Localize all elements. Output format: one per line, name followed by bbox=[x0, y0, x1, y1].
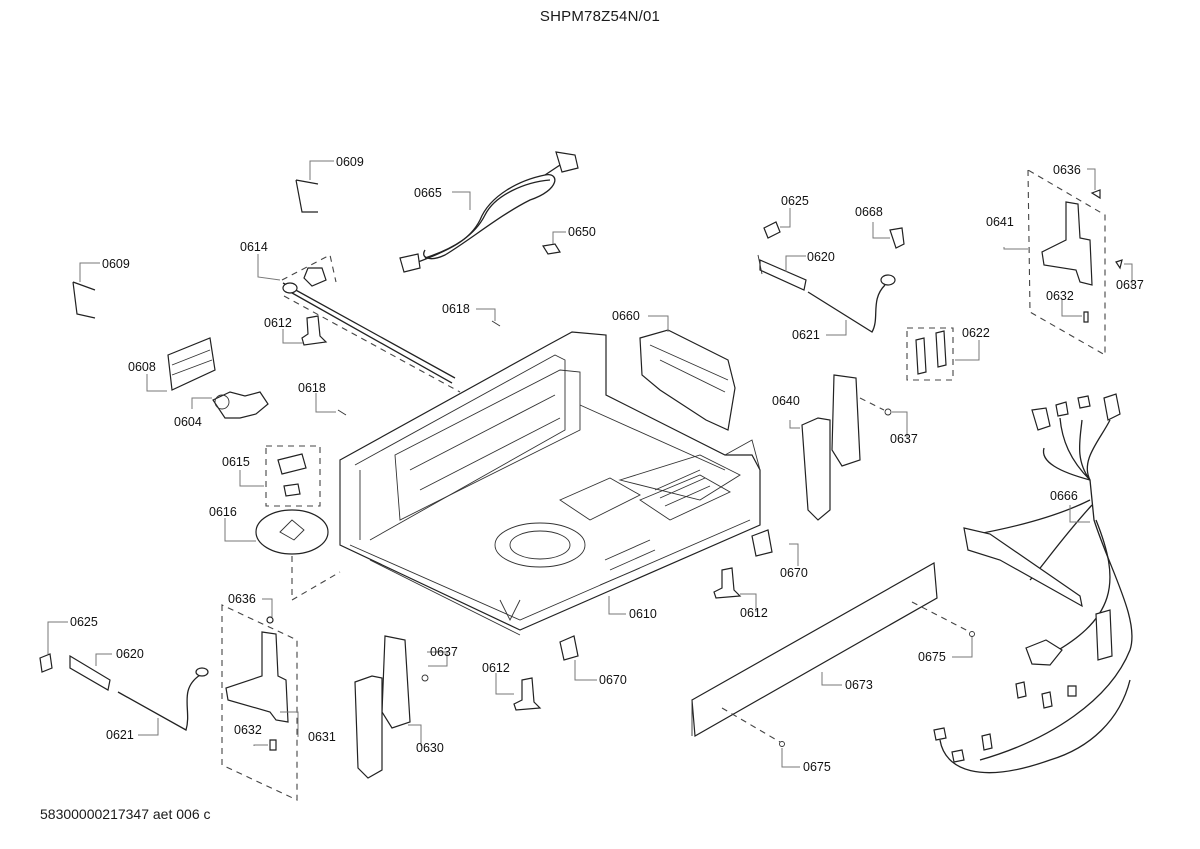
callout-0675-b[interactable]: 0675 bbox=[803, 760, 831, 774]
power-cable-part bbox=[399, 151, 579, 273]
screw-part-0618b bbox=[337, 409, 347, 416]
leader-lines bbox=[47, 160, 1133, 768]
wire-part-0621a bbox=[807, 274, 896, 333]
hinge-assembly-part-0631 bbox=[221, 604, 298, 801]
hinge-assembly-part-0641 bbox=[1027, 169, 1123, 356]
callout-0630[interactable]: 0630 bbox=[416, 741, 444, 755]
callout-0632-a[interactable]: 0632 bbox=[1046, 289, 1074, 303]
sensor-part-0615 bbox=[265, 445, 321, 507]
callout-0670-a[interactable]: 0670 bbox=[780, 566, 808, 580]
callout-0665[interactable]: 0665 bbox=[414, 186, 442, 200]
callout-0621-a[interactable]: 0621 bbox=[792, 328, 820, 342]
callout-0640[interactable]: 0640 bbox=[772, 394, 800, 408]
pad-part-0650 bbox=[542, 243, 561, 255]
foot-screw-part-0612a bbox=[301, 315, 328, 346]
callout-0620-b[interactable]: 0620 bbox=[116, 647, 144, 661]
callout-0636-a[interactable]: 0636 bbox=[1053, 163, 1081, 177]
clip-part-0625b bbox=[39, 653, 53, 673]
screw-part-0675b bbox=[721, 707, 785, 747]
callout-0620-a[interactable]: 0620 bbox=[807, 250, 835, 264]
sensor-part-0668 bbox=[889, 227, 905, 249]
rail-part-0620a bbox=[757, 254, 807, 291]
base-frame-part bbox=[339, 331, 761, 636]
callout-0608[interactable]: 0608 bbox=[128, 360, 156, 374]
clip-part-0670a bbox=[751, 529, 773, 557]
hinge-bracket-part-0640 bbox=[801, 374, 892, 521]
callout-0618-a[interactable]: 0618 bbox=[442, 302, 470, 316]
callout-0625-a[interactable]: 0625 bbox=[781, 194, 809, 208]
foot-screw-part-0612b bbox=[713, 567, 742, 599]
callout-0622[interactable]: 0622 bbox=[962, 326, 990, 340]
callout-0637-c[interactable]: 0637 bbox=[430, 645, 458, 659]
connector-set-part-0622 bbox=[906, 327, 954, 381]
callout-0641[interactable]: 0641 bbox=[986, 215, 1014, 229]
callout-0616[interactable]: 0616 bbox=[209, 505, 237, 519]
clip-part-0609a bbox=[295, 179, 319, 213]
kick-plate-part-0673 bbox=[691, 562, 938, 737]
callout-0612-a[interactable]: 0612 bbox=[264, 316, 292, 330]
bracket-part-0608 bbox=[167, 337, 216, 391]
screw-part-0618a bbox=[491, 320, 501, 327]
callout-0609-b[interactable]: 0609 bbox=[102, 257, 130, 271]
callout-0660[interactable]: 0660 bbox=[612, 309, 640, 323]
callout-0614[interactable]: 0614 bbox=[240, 240, 268, 254]
callout-0631[interactable]: 0631 bbox=[308, 730, 336, 744]
clip-part-0609b bbox=[72, 281, 96, 319]
pump-part-0604 bbox=[212, 391, 269, 419]
hinge-bracket-part-0630 bbox=[354, 635, 429, 779]
callout-0618-b[interactable]: 0618 bbox=[298, 381, 326, 395]
control-module-part-0660 bbox=[639, 329, 736, 431]
foot-screw-part-0612c bbox=[513, 677, 542, 711]
callout-0670-b[interactable]: 0670 bbox=[599, 673, 627, 687]
callout-0612-c[interactable]: 0612 bbox=[482, 661, 510, 675]
rail-part-0620b bbox=[69, 654, 111, 691]
wiring-harness-part-0666 bbox=[933, 393, 1133, 774]
callout-0673[interactable]: 0673 bbox=[845, 678, 873, 692]
diagram-title: SHPM78Z54N/01 bbox=[539, 8, 661, 25]
clip-part-0625a bbox=[763, 221, 781, 239]
callout-0637-b[interactable]: 0637 bbox=[890, 432, 918, 446]
clip-part-0670b bbox=[559, 635, 579, 661]
callout-0615[interactable]: 0615 bbox=[222, 455, 250, 469]
callout-0632-b[interactable]: 0632 bbox=[234, 723, 262, 737]
document-reference: 58300000217347 aet 006 c bbox=[40, 806, 211, 822]
callout-0625-b[interactable]: 0625 bbox=[70, 615, 98, 629]
callout-0666[interactable]: 0666 bbox=[1050, 489, 1078, 503]
callout-0637-a[interactable]: 0637 bbox=[1116, 278, 1144, 292]
callout-0604[interactable]: 0604 bbox=[174, 415, 202, 429]
callout-0650[interactable]: 0650 bbox=[568, 225, 596, 239]
callout-0609-a[interactable]: 0609 bbox=[336, 155, 364, 169]
disc-part-0616 bbox=[255, 509, 341, 601]
callout-0636-b[interactable]: 0636 bbox=[228, 592, 256, 606]
hose-part-0614 bbox=[281, 254, 461, 393]
callout-0610[interactable]: 0610 bbox=[629, 607, 657, 621]
wire-part-0621b bbox=[117, 667, 209, 731]
callout-0675-a[interactable]: 0675 bbox=[918, 650, 946, 664]
screw-part-0675a bbox=[911, 601, 975, 637]
callout-0668[interactable]: 0668 bbox=[855, 205, 883, 219]
callout-labels: 0609 0609 0665 0650 0614 0612 0618 0618 … bbox=[70, 155, 1144, 774]
callout-0621-b[interactable]: 0621 bbox=[106, 728, 134, 742]
callout-0612-b[interactable]: 0612 bbox=[740, 606, 768, 620]
